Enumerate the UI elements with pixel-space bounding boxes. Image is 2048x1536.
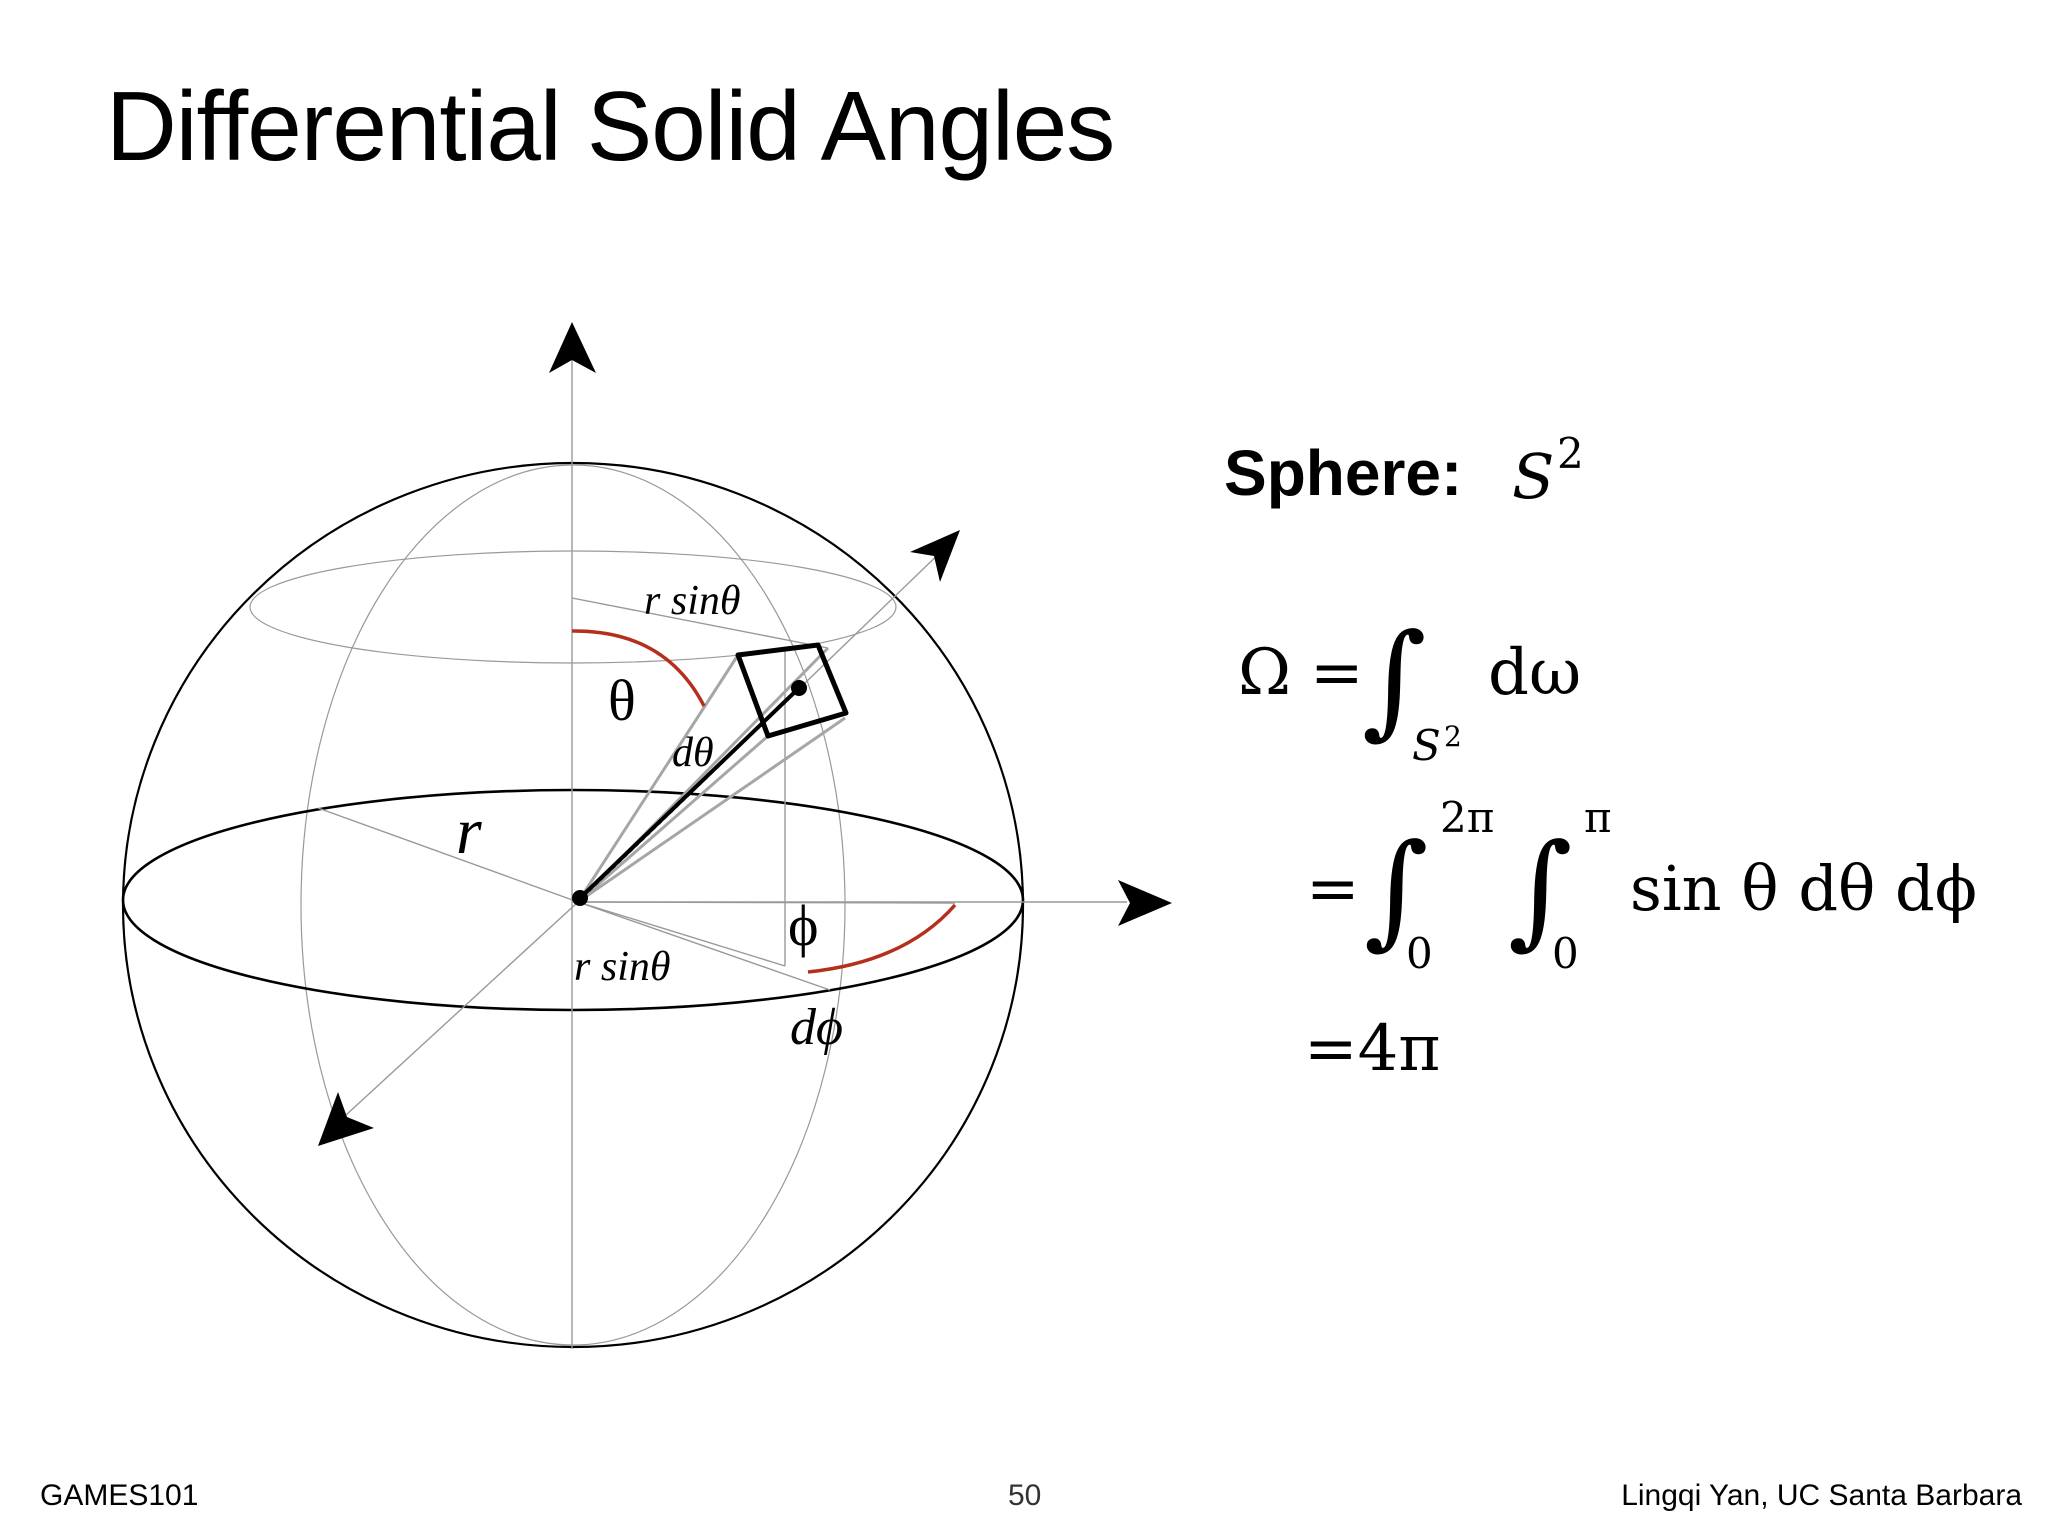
radius-line-left bbox=[317, 807, 579, 903]
slide-title: Differential Solid Angles bbox=[106, 71, 1115, 181]
author-credit: Lingqi Yan, UC Santa Barbara bbox=[1621, 1479, 2022, 1512]
r-sin-theta-bottom-label: r sinθ bbox=[574, 944, 671, 990]
sphere-exponent: 2 bbox=[1557, 429, 1584, 478]
projection-line-1 bbox=[577, 901, 786, 967]
domain-exponent: 2 bbox=[1444, 720, 1462, 753]
sphere-symbol: S bbox=[1512, 440, 1554, 513]
top-radius-line bbox=[571, 597, 829, 649]
r-sin-theta-top-label: r sinθ bbox=[644, 578, 741, 624]
sphere-outline bbox=[121, 461, 1025, 1349]
equals-sign-2: = bbox=[1306, 852, 1360, 926]
radius-r-line bbox=[578, 686, 801, 900]
theta-label: θ bbox=[608, 668, 636, 733]
phi-arc bbox=[807, 903, 957, 974]
integral-sign-3: ∫ bbox=[1508, 818, 1573, 962]
equals-sign-1: = bbox=[1310, 636, 1364, 710]
integrand: sin θ dθ dϕ bbox=[1630, 852, 1977, 925]
theta-arc bbox=[571, 629, 706, 707]
y-axis bbox=[333, 901, 579, 1127]
equator-ellipse bbox=[121, 788, 1025, 1012]
construction-lines bbox=[317, 597, 956, 991]
integral-sign-1: ∫ bbox=[1362, 608, 1427, 752]
r-label: r bbox=[456, 795, 482, 868]
page-number: 50 bbox=[1008, 1479, 1042, 1512]
d-phi-label: dϕ bbox=[790, 999, 843, 1056]
latitude-circle bbox=[249, 550, 897, 664]
upper-limit-2pi: 2π bbox=[1440, 793, 1494, 842]
direction-arrowhead-icon bbox=[910, 530, 960, 582]
diagram-labels: r sinθ θ dθ r ϕ r sinθ dϕ bbox=[456, 578, 843, 1056]
projection-line-2 bbox=[577, 901, 831, 991]
result-4pi: =4π bbox=[1304, 1012, 1440, 1086]
d-theta-label: dθ bbox=[672, 730, 714, 776]
integral-sign-2: ∫ bbox=[1364, 818, 1429, 962]
coordinate-axes bbox=[318, 322, 1172, 1349]
d-omega: dω bbox=[1488, 636, 1581, 710]
wedge-edge-1 bbox=[576, 654, 740, 903]
z-axis-arrowhead-icon bbox=[549, 322, 596, 373]
sphere-label: Sphere: bbox=[1224, 437, 1462, 509]
meridian-ellipse bbox=[300, 464, 846, 1346]
projection-line-3 bbox=[577, 901, 956, 904]
differential-patch bbox=[735, 642, 849, 739]
x-axis-arrowhead-icon bbox=[1118, 880, 1172, 926]
wedge-edge-3 bbox=[577, 734, 769, 904]
course-name: GAMES101 bbox=[40, 1479, 199, 1512]
lower-limit-0-2: 0 bbox=[1552, 929, 1579, 978]
sphere-wireframe bbox=[121, 461, 1025, 1349]
origin-point bbox=[572, 890, 588, 906]
phi-label: ϕ bbox=[788, 893, 819, 958]
upper-limit-pi: π bbox=[1584, 793, 1612, 842]
solid-angle-equations: Ω = ∫ S 2 dω = ∫ 2π 0 ∫ π 0 sin θ dθ dϕ … bbox=[1238, 608, 1977, 1086]
sphere-heading: Sphere: S 2 bbox=[1224, 429, 1584, 513]
patch-center-point bbox=[791, 680, 807, 696]
y-axis-arrowhead-icon bbox=[318, 1092, 374, 1146]
wedge-edge-4 bbox=[577, 716, 846, 904]
domain-S: S bbox=[1412, 721, 1441, 770]
lower-limit-0-1: 0 bbox=[1406, 929, 1433, 978]
omega-symbol: Ω bbox=[1238, 636, 1291, 710]
